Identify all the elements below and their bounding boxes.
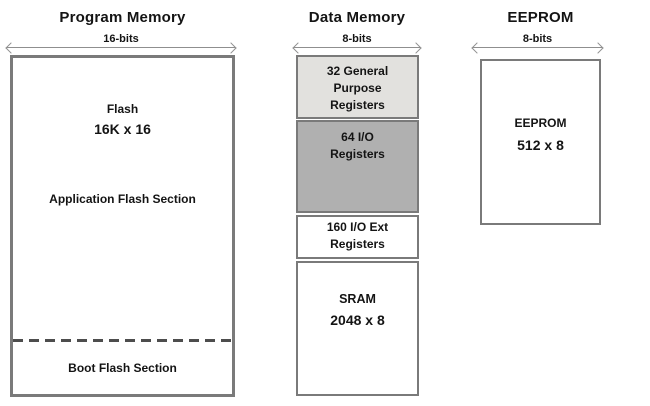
segment-label-line: Registers (330, 147, 385, 161)
segment-io-ext-registers: 160 I/O Ext Registers (296, 215, 419, 259)
program-memory-title: Program Memory (59, 9, 186, 26)
application-flash-section-label: Application Flash Section (49, 192, 196, 206)
segment-label-line: Registers (330, 237, 385, 251)
segment-general-purpose-registers: 32 General Purpose Registers (296, 55, 419, 119)
double-arrow-icon (294, 47, 420, 48)
program-memory-bus-width-label: 16-bits (103, 33, 139, 45)
segment-sram: SRAM 2048 x 8 (296, 261, 419, 396)
flash-size-label: 16K x 16 (94, 121, 151, 137)
boot-section-dashed-divider (13, 339, 232, 342)
data-memory-bus-width-label: 8-bits (342, 33, 372, 45)
eeprom-bus-width-label: 8-bits (522, 33, 553, 45)
segment-label-line: Registers (330, 98, 385, 112)
eeprom-size-label: 512 x 8 (517, 137, 564, 153)
eeprom-title: EEPROM (507, 9, 574, 26)
segment-io-registers: 64 I/O Registers (296, 120, 419, 213)
eeprom-box: EEPROM 512 x 8 (480, 59, 601, 225)
segment-label-line: 160 I/O Ext (326, 220, 389, 234)
flash-label: Flash (106, 102, 139, 116)
double-arrow-icon (7, 47, 235, 48)
segment-label-line: 64 I/O (341, 130, 374, 144)
program-memory-box: Flash 16K x 16 Application Flash Section… (10, 55, 235, 397)
data-memory-title: Data Memory (308, 9, 406, 26)
segment-label-line: Purpose (333, 81, 382, 95)
segment-label-line: 32 General (326, 64, 389, 78)
sram-size-label: 2048 x 8 (330, 312, 385, 328)
boot-flash-section-label: Boot Flash Section (68, 361, 177, 375)
eeprom-chip-label: EEPROM (514, 116, 567, 130)
double-arrow-icon (473, 47, 602, 48)
sram-label: SRAM (339, 292, 376, 306)
